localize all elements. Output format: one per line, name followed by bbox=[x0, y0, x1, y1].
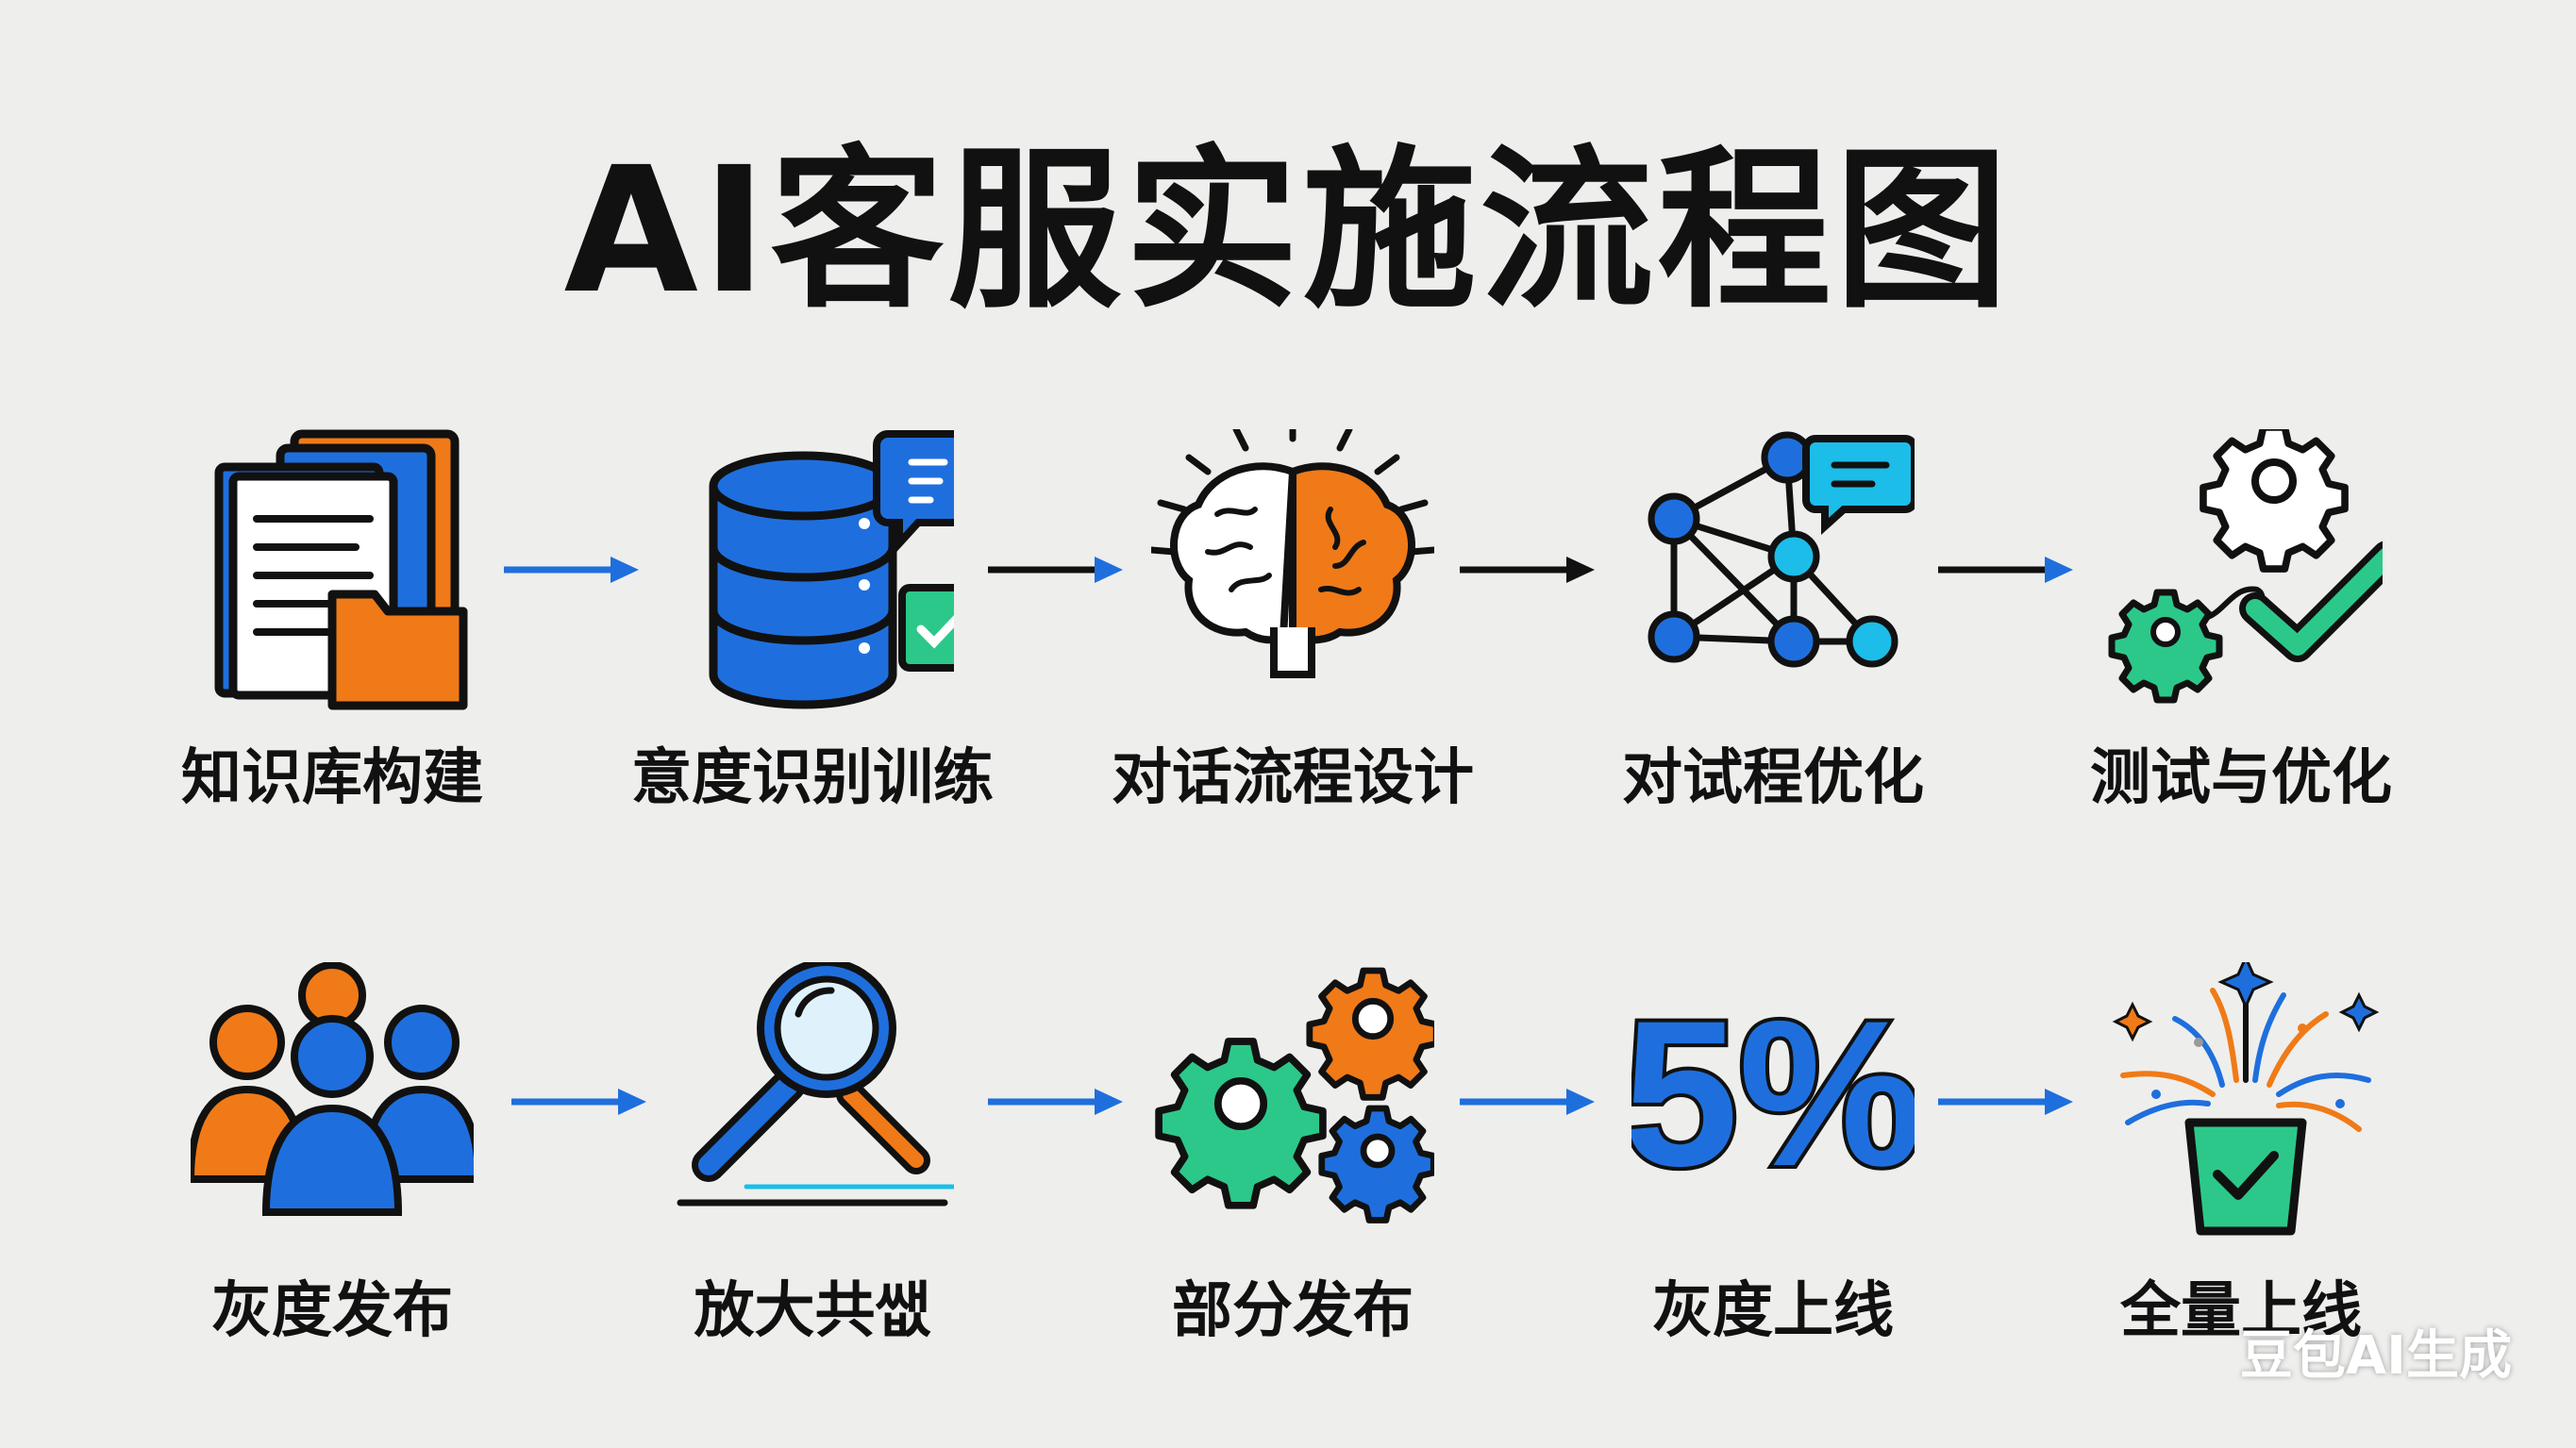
step-label: 知识库构建 bbox=[181, 743, 483, 813]
step-label: 意度识别训练 bbox=[631, 743, 994, 813]
step-dialog-design: 对话流程设计 bbox=[1095, 429, 1491, 873]
step-gray-online: 5% 灰度上线 bbox=[1575, 962, 1971, 1406]
step-full-online: 全量上线 bbox=[2043, 962, 2439, 1406]
step-label: 对试程优化 bbox=[1622, 743, 1924, 813]
arrow-right-icon bbox=[504, 557, 639, 583]
gears-check-icon bbox=[2108, 429, 2383, 704]
step-label: 部分发布 bbox=[1172, 1276, 1413, 1346]
database-chat-icon bbox=[709, 430, 954, 709]
step-label: 测试与优化 bbox=[2090, 743, 2392, 813]
step-label: 放大共쌦 bbox=[694, 1276, 931, 1346]
arrow-right-icon bbox=[988, 1089, 1123, 1115]
arrow-right-icon bbox=[1460, 1089, 1595, 1115]
step-label: 对话流程设计 bbox=[1112, 743, 1474, 813]
step-dialog-optimize: 对试程优化 bbox=[1575, 429, 1971, 873]
step-gray-release: 灰度发布 bbox=[134, 962, 530, 1406]
svg-text:5%: 5% bbox=[1631, 977, 1915, 1209]
gears-icon bbox=[1155, 967, 1434, 1223]
watermark: 豆包AI生成 bbox=[2239, 1325, 2512, 1387]
step-test-optimize: 测试与优化 bbox=[2043, 429, 2439, 873]
step-label: 灰度上线 bbox=[1652, 1276, 1894, 1346]
user-group-icon bbox=[191, 962, 474, 1216]
arrow-right-icon bbox=[1938, 557, 2073, 583]
brain-icon bbox=[1151, 429, 1434, 678]
step-intent-training: 意度识别训练 bbox=[614, 429, 1011, 873]
documents-folder-icon bbox=[214, 429, 468, 710]
arrow-right-icon bbox=[1938, 1089, 2073, 1115]
percent-icon: 5% bbox=[1631, 974, 1915, 1213]
arrow-right-icon bbox=[511, 1089, 646, 1115]
celebration-check-icon bbox=[2112, 962, 2380, 1236]
step-partial-release: 部分发布 bbox=[1095, 962, 1491, 1406]
arrow-right-icon bbox=[988, 557, 1123, 583]
step-label: 全量上线 bbox=[2120, 1276, 2362, 1346]
page-title: AI客服实施流程图 bbox=[563, 130, 2013, 332]
network-chat-icon bbox=[1648, 431, 1915, 668]
magnifier-icon bbox=[677, 962, 954, 1207]
step-scale-up: 放大共쌦 bbox=[614, 962, 1011, 1406]
arrow-right-icon bbox=[1460, 557, 1595, 583]
step-knowledge-base: 知识库构建 bbox=[134, 429, 530, 873]
step-label: 灰度发布 bbox=[211, 1276, 453, 1346]
